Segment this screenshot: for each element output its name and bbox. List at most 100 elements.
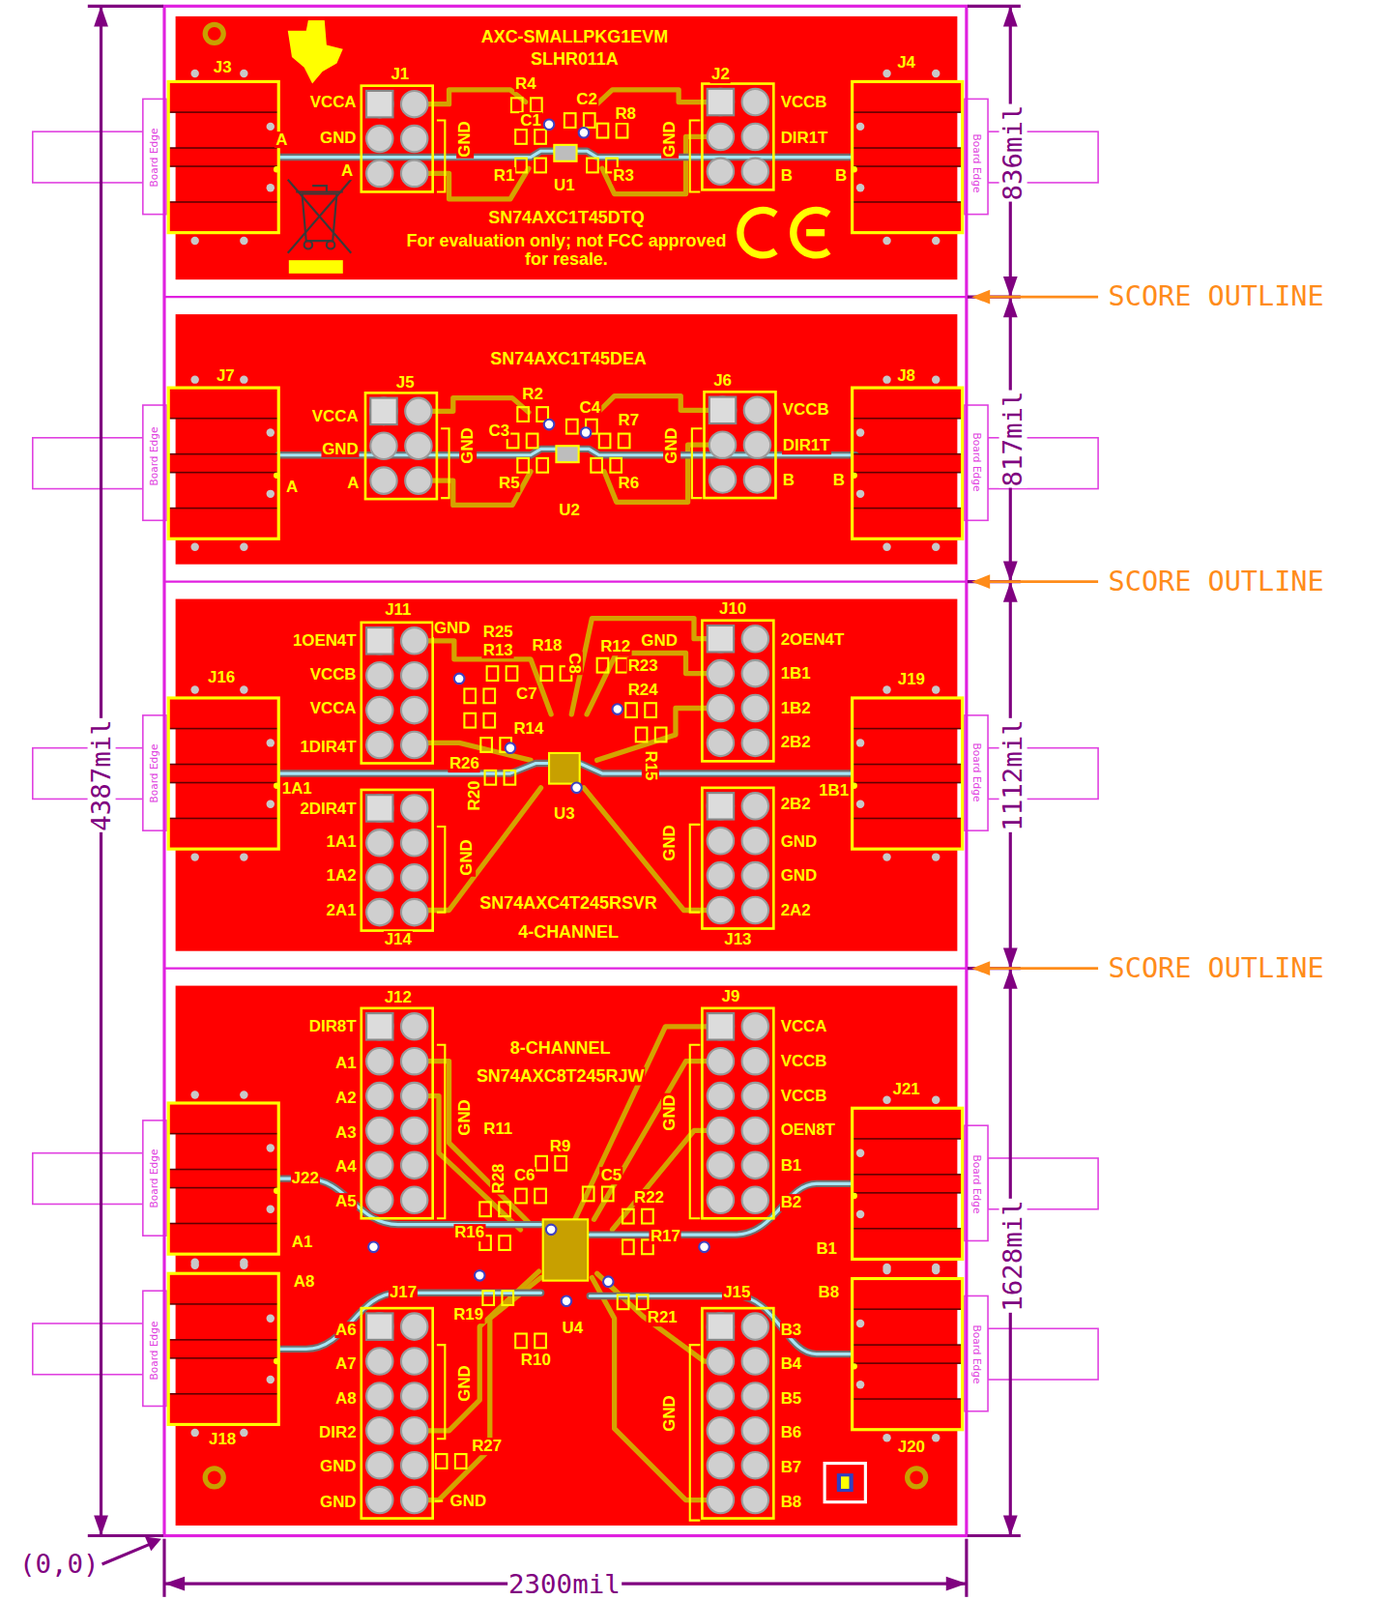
board-panel: SN74AXC1T45DEA [175, 314, 958, 565]
pcb-shape [515, 129, 547, 145]
pcb-shape [366, 1347, 428, 1374]
pcb-shape [707, 1082, 769, 1109]
pcb-shape [366, 1486, 428, 1513]
mounting-holes [204, 24, 926, 1487]
dimension-label: (0,0) [18, 1549, 101, 1578]
score-outline-label: SCORE OUTLINE [1107, 954, 1326, 984]
silkscreen-label: U1 [552, 176, 577, 195]
pcb-shape [1003, 561, 1018, 582]
silkscreen-label: U3 [552, 805, 577, 823]
pcb-shape [366, 1186, 428, 1214]
pcb-shape [366, 160, 428, 187]
board-edge-label: Board Edge [971, 432, 983, 493]
pcb-shape [366, 1417, 428, 1444]
pcb-shape [701, 84, 774, 191]
pcb-shape [982, 966, 1099, 970]
silkscreen-label: J10 [718, 600, 748, 618]
silkscreen-label: A8 [292, 1273, 317, 1291]
silkscreen-label: GND [661, 119, 679, 159]
board-edge-label: Board Edge [971, 1324, 983, 1386]
board-panel: 8-CHANNELSN74AXC8T245RJW [175, 985, 958, 1527]
silkscreen-label: R22 [633, 1188, 666, 1207]
silkscreen-label: B [780, 167, 794, 185]
silkscreen-label: J5 [395, 374, 416, 392]
pcb-shape [701, 787, 774, 929]
pcb-shape [971, 289, 990, 305]
silkscreen-label: J13 [723, 931, 753, 950]
silkscreen-label: C3 [488, 422, 512, 440]
pcb-shape [487, 665, 519, 681]
pcb-shape [555, 445, 579, 463]
pcb-shape [707, 862, 769, 889]
silkscreen-label: OEN8T [780, 1121, 837, 1139]
silkscreen-label: VCCA [309, 699, 358, 718]
silkscreen-label: GND [318, 1457, 358, 1476]
pcb-shape [707, 897, 769, 924]
silkscreen-label: DIR8T [308, 1017, 358, 1036]
pcb-shape [967, 4, 1021, 8]
pcb-shape [505, 742, 517, 753]
silkscreen-label: GND [661, 823, 679, 863]
pcb-shape [690, 1344, 701, 1521]
silkscreen-label: VCCA [309, 93, 358, 112]
silkscreen-label: A6 [334, 1321, 358, 1339]
pcb-shape [707, 1152, 769, 1179]
silkscreen-label: A8 [334, 1389, 358, 1408]
pcb-shape [366, 627, 393, 654]
pcb-shape [707, 1347, 769, 1374]
silkscreen-label: DIR2 [318, 1424, 357, 1443]
pcb-shape [586, 653, 721, 715]
dimension-lines [87, 5, 1021, 1597]
silkscreen-label: A4 [334, 1157, 358, 1176]
pcb-shape [851, 69, 1100, 246]
pcb-shape [204, 1468, 224, 1487]
pcb-shape [361, 1307, 434, 1518]
pcb-shape [707, 158, 769, 185]
pcb-shape [707, 729, 769, 756]
silkscreen-label: A3 [334, 1124, 358, 1142]
silkscreen-label: R13 [482, 641, 515, 660]
pcb-shape [175, 16, 958, 280]
weee-bar [289, 260, 344, 274]
pcb-shape [414, 1096, 521, 1230]
pcb-shape [707, 123, 769, 150]
silkscreen-label: R14 [512, 720, 545, 738]
pcb-shape [288, 179, 351, 254]
score-outline-label: SCORE OUTLINE [1107, 282, 1326, 312]
pcb-shape [707, 1417, 769, 1444]
silkscreen-label: A1 [334, 1054, 358, 1072]
board-edge-label: Board Edge [971, 742, 983, 804]
silkscreen-label: A7 [334, 1355, 358, 1373]
pcb-shape [692, 428, 703, 498]
pcb-shape [304, 240, 313, 249]
pcb-shape [946, 1576, 967, 1592]
pcb-shape [361, 789, 434, 931]
silkscreen-label: VCCB [781, 402, 831, 420]
silkscreen-label: B6 [780, 1424, 804, 1443]
board-edge-label: Board Edge [971, 1153, 983, 1215]
pcb-shape [361, 86, 434, 193]
pcb-shape [851, 375, 1100, 551]
board-edge-label: Board Edge [149, 126, 161, 188]
pcb-shape [590, 458, 622, 473]
pcb-shape [435, 1453, 467, 1469]
pcb-shape [32, 1090, 281, 1267]
silkscreen-label: R4 [514, 75, 538, 93]
panel-title: For evaluation only; not FCC approved fo… [397, 231, 736, 269]
pcb-shape [366, 125, 428, 152]
ce-mark [740, 209, 829, 255]
pcb-shape [366, 627, 428, 654]
board-edge-label: Board Edge [149, 743, 161, 805]
silkscreen-label: U4 [561, 1319, 585, 1337]
silkscreen-label: A2 [334, 1089, 358, 1107]
pcb-shape [840, 1475, 849, 1489]
pcb-shape [366, 794, 428, 821]
pcb-shape [515, 158, 547, 174]
pcb-shape [366, 1082, 428, 1109]
pcb-shape [436, 1044, 445, 1218]
silkscreen-label: A [274, 131, 289, 149]
silkscreen-label: GND [318, 1493, 358, 1511]
silkscreen-label: C2 [575, 91, 599, 110]
pcb-shape [164, 967, 967, 970]
